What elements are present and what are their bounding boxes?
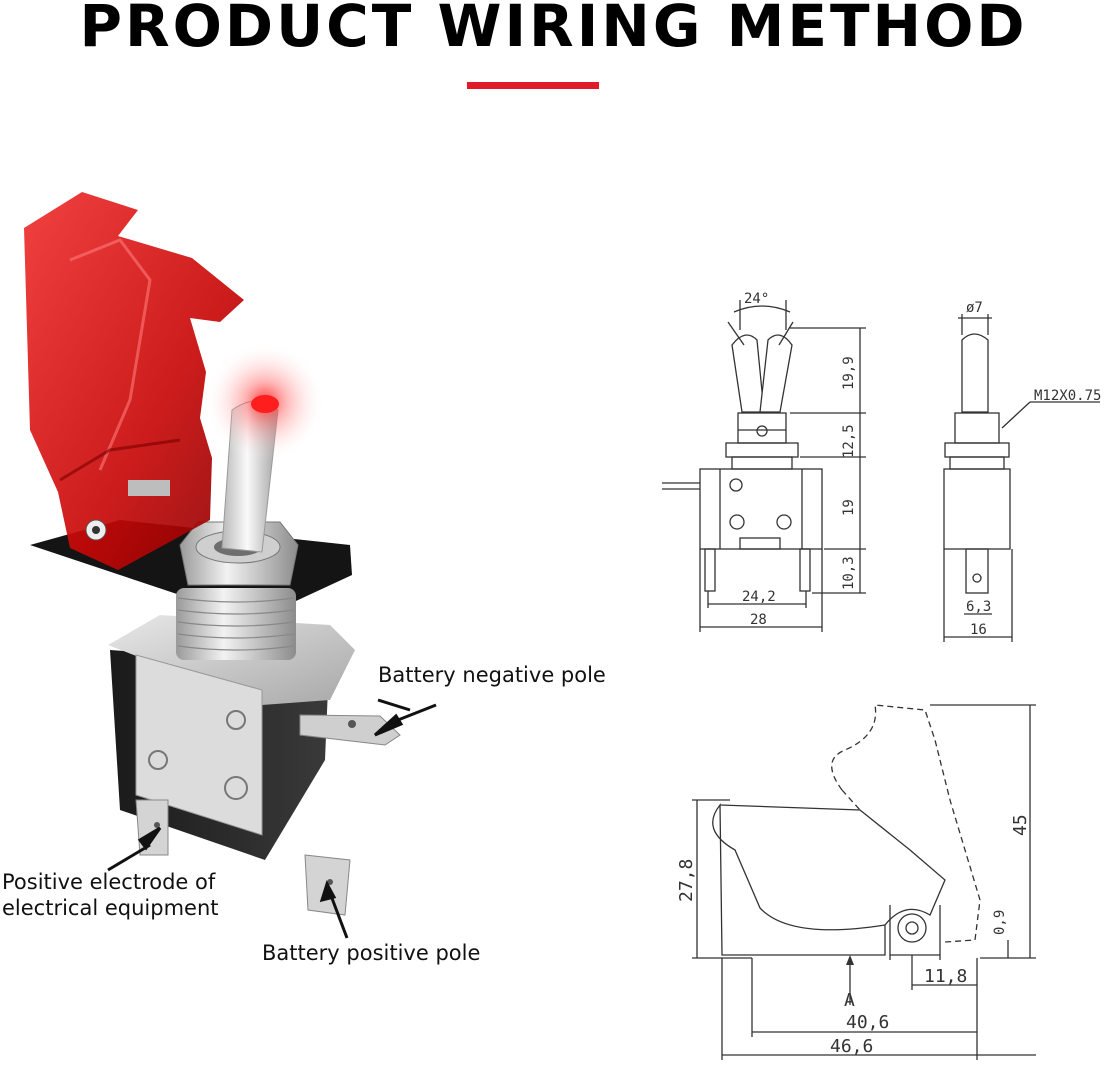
- dim-body-width: 28: [750, 612, 767, 628]
- dim-closed-height: 27,8: [676, 859, 697, 902]
- dim-pivot-distance: 11,8: [924, 966, 967, 987]
- label-equipment-line1: Positive electrode of: [2, 870, 216, 894]
- page-title: PRODUCT WIRING METHOD: [79, 0, 1028, 60]
- dim-lever-diameter: ø7: [966, 300, 983, 316]
- dim-terminal-width: 6,3: [966, 599, 991, 615]
- section-mark: A: [844, 990, 855, 1011]
- dim-lever-height: 19,9: [841, 356, 857, 390]
- dim-thread: M12X0.75: [1034, 388, 1101, 404]
- dim-body-height: 19: [841, 499, 857, 516]
- label-equipment-line2: electrical equipment: [2, 896, 219, 920]
- dim-terminal-height: 10,3: [841, 556, 857, 590]
- label-battery-negative: Battery negative pole: [378, 663, 606, 687]
- dim-base-length: 40,6: [846, 1012, 889, 1033]
- dim-side-width: 16: [970, 622, 987, 638]
- dim-total-length: 46,6: [830, 1036, 873, 1057]
- label-battery-positive: Battery positive pole: [262, 941, 481, 965]
- dim-pivot-offset: 0,9: [992, 910, 1008, 935]
- title-underline: [467, 82, 599, 89]
- dim-bushing-height: 12,5: [841, 424, 857, 458]
- dim-open-height: 45: [1010, 814, 1031, 836]
- dim-terminal-span: 24,2: [742, 589, 776, 605]
- dim-angle: 24°: [744, 291, 769, 307]
